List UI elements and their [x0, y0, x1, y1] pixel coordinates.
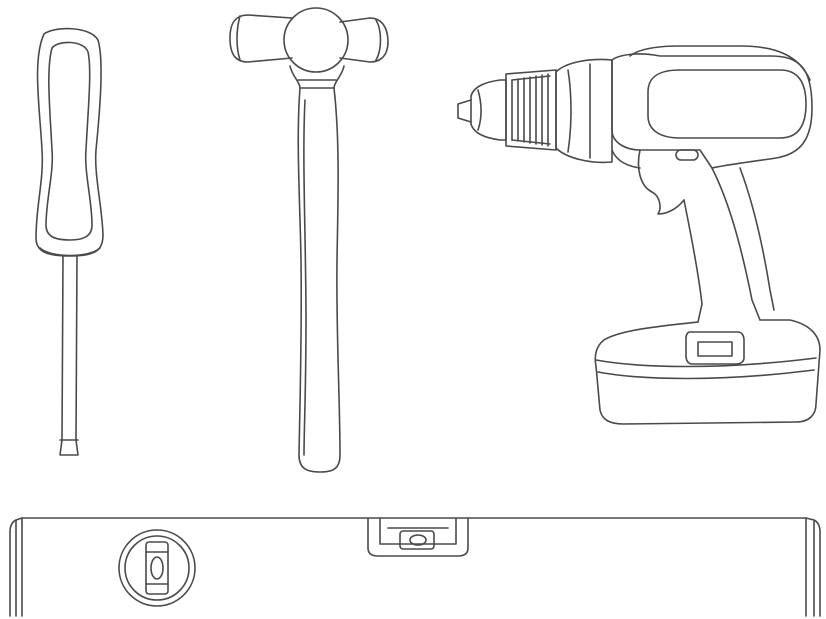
hammer-face [229, 14, 293, 63]
level-end-cap-left [9, 517, 23, 617]
drill-chuck [505, 69, 557, 151]
drill-trigger [637, 149, 685, 215]
hammer-head-ball [283, 7, 349, 73]
spirit-level-icon [9, 517, 821, 617]
drill-battery [594, 319, 821, 425]
drill-nose [470, 79, 507, 141]
drill-vent [675, 149, 699, 161]
level-top-vial [367, 517, 469, 557]
level-round-vial [118, 529, 196, 607]
screwdriver-icon [35, 27, 104, 456]
drill-side-grip [647, 69, 807, 139]
hammer-handle [297, 87, 341, 473]
drill-clutch [555, 58, 613, 164]
cordless-drill-icon [457, 45, 821, 425]
screwdriver-grip [45, 41, 93, 241]
ball-peen-hammer-icon [229, 7, 389, 473]
hammer-peen [339, 17, 389, 63]
hammer-neck [289, 65, 345, 89]
drill-chuck-ribs [511, 73, 551, 147]
drill-battery-clip [685, 331, 745, 365]
screwdriver-tip [59, 439, 79, 456]
screwdriver-collar [39, 247, 101, 257]
drill-body [611, 53, 813, 169]
level-end-cap-right [805, 517, 821, 617]
screwdriver-shaft [61, 255, 78, 441]
drill-handle [683, 167, 761, 323]
drill-bit [457, 99, 472, 123]
